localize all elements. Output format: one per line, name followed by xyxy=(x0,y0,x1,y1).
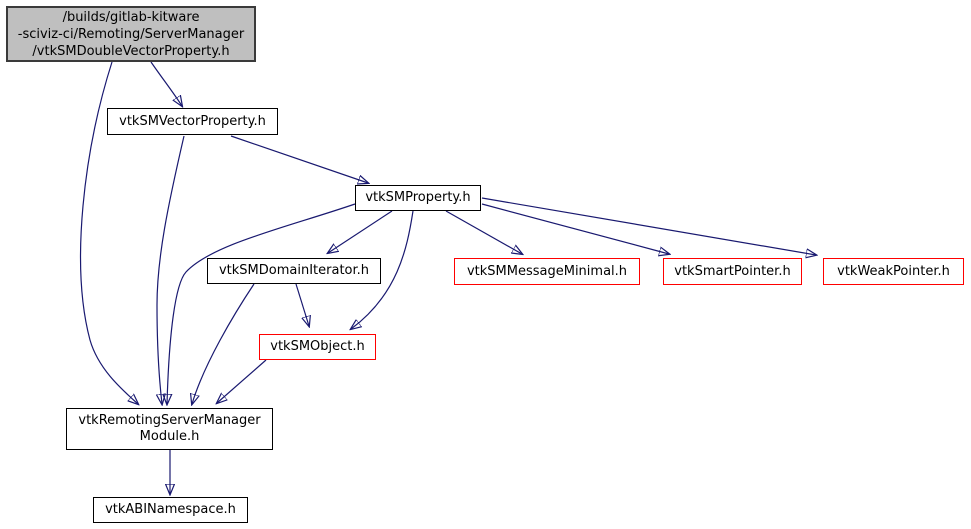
node-vtkSmartPointer[interactable]: vtkSmartPointer.h xyxy=(663,258,802,285)
node-label-line: Module.h xyxy=(139,429,200,444)
edge-vtkSMProperty-to-vtkRemotingServerManagerModule xyxy=(167,203,356,404)
node-label: vtkSmartPointer.h xyxy=(674,263,791,279)
edge-vtkSMProperty-to-vtkSmartPointer xyxy=(481,203,669,254)
node-label: vtkSMDomainIterator.h xyxy=(218,263,370,278)
node-label-line: /builds/gitlab-kitware xyxy=(62,9,200,25)
node-label: vtkSMObject.h xyxy=(270,339,365,354)
node-current-file: /builds/gitlab-kitware -sciviz-ci/Remoti… xyxy=(6,6,256,62)
node-vtkWeakPointer[interactable]: vtkWeakPointer.h xyxy=(823,258,964,285)
node-label: vtkSMVectorProperty.h xyxy=(119,113,266,129)
node-vtkSMVectorProperty[interactable]: vtkSMVectorProperty.h xyxy=(107,108,278,135)
node-vtkSMObject[interactable]: vtkSMObject.h xyxy=(259,334,376,360)
edge-vtkSMProperty-to-vtkSMObject xyxy=(351,210,414,329)
node-label-line: vtkRemotingServerManager xyxy=(78,413,261,428)
node-vtkABINamespace[interactable]: vtkABINamespace.h xyxy=(93,497,248,523)
edge-vtkSMVectorProperty-to-vtkSMProperty xyxy=(230,135,368,183)
node-label: vtkABINamespace.h xyxy=(105,502,236,517)
node-label: vtkWeakPointer.h xyxy=(837,263,950,279)
edge-vtkSMDomainIterator-to-vtkSMObject xyxy=(295,283,309,326)
edge-vtkSMObject-to-vtkRemotingServerManagerModule xyxy=(217,359,267,403)
edge-vtkSMProperty-to-vtkWeakPointer xyxy=(481,197,816,255)
node-vtkSMMessageMinimal[interactable]: vtkSMMessageMinimal.h xyxy=(454,258,640,285)
edge-vtkSMProperty-to-vtkSMMessageMinimal xyxy=(445,210,522,254)
node-vtkRemotingServerManagerModule[interactable]: vtkRemotingServerManager Module.h xyxy=(66,408,273,450)
edge-vtkSMDomainIterator-to-vtkRemotingServerManagerModule xyxy=(192,283,255,404)
node-label-line: /vtkSMDoubleVectorProperty.h xyxy=(32,43,230,59)
edge-root-to-vtkSMVectorProperty xyxy=(150,61,182,106)
edge-vtkSMVectorProperty-to-vtkRemotingServerManagerModule xyxy=(157,135,185,404)
node-label-line: -sciviz-ci/Remoting/ServerManager xyxy=(17,26,245,42)
edge-root-to-vtkRemotingServerManagerModule xyxy=(80,61,138,404)
node-vtkSMProperty[interactable]: vtkSMProperty.h xyxy=(355,185,481,211)
node-vtkSMDomainIterator[interactable]: vtkSMDomainIterator.h xyxy=(207,258,381,284)
node-label: vtkSMMessageMinimal.h xyxy=(466,263,628,279)
edge-vtkSMProperty-to-vtkSMDomainIterator xyxy=(328,210,393,253)
node-label: vtkSMProperty.h xyxy=(365,190,471,205)
